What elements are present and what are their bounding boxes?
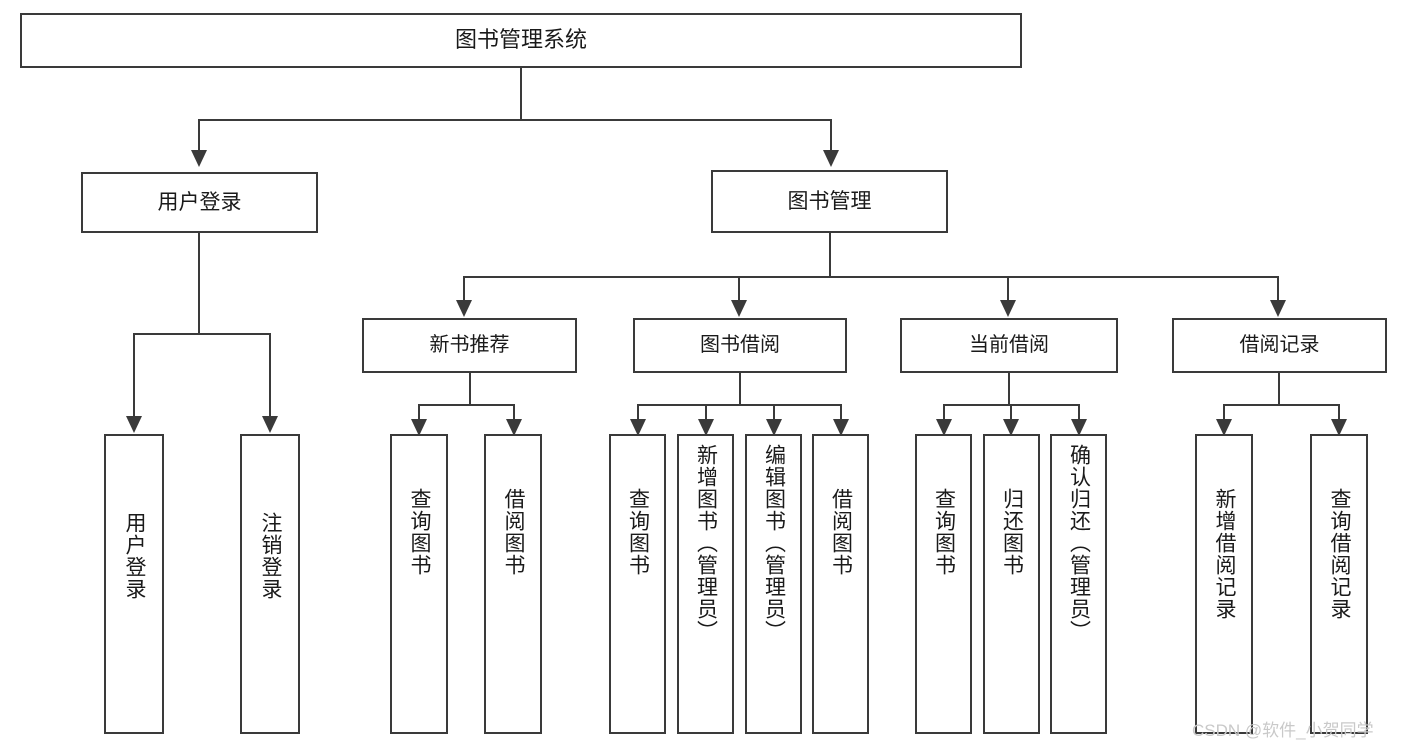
node-label: 归还图书 — [1000, 488, 1024, 576]
connector-user-login-stem — [198, 233, 200, 334]
arrowhead-to-book-borrow — [731, 300, 747, 317]
connector-book-borrow-drop-3 — [773, 404, 775, 425]
arrowhead-to-current-borrow — [1000, 300, 1016, 317]
node-label: 查询图书 — [932, 488, 956, 576]
arrowhead-book-borrow-leaf-2 — [698, 419, 714, 436]
node-current-borrow[interactable]: 当前借阅 — [900, 318, 1118, 373]
connector-level2-drop-3 — [1007, 276, 1009, 308]
node-label: 编辑图书（管理员） — [762, 444, 786, 642]
node-label: 借阅图书 — [502, 488, 526, 576]
node-label: 图书管理 — [787, 189, 872, 213]
connector-book-borrow-bus — [637, 404, 841, 406]
leaf-book-borrow-add-book-admin[interactable]: 新增图书（管理员） — [677, 434, 734, 734]
connector-borrow-record-drop-2 — [1338, 404, 1340, 425]
leaf-new-book-borrow-book[interactable]: 借阅图书 — [484, 434, 542, 734]
connector-borrow-record-bus — [1223, 404, 1339, 406]
connector-book-borrow-drop-1 — [637, 404, 639, 425]
connector-level2-bus — [463, 276, 1277, 278]
node-label: 新书推荐 — [429, 334, 510, 357]
arrowhead-current-borrow-leaf-3 — [1071, 419, 1087, 436]
node-label: 用户登录 — [157, 190, 242, 214]
connector-book-borrow-drop-4 — [840, 404, 842, 425]
connector-user-login-bus — [133, 333, 269, 335]
connector-user-login-drop-1 — [133, 333, 135, 416]
arrowhead-user-login-leaf-1 — [126, 416, 142, 433]
arrowhead-borrow-record-leaf-1 — [1216, 419, 1232, 436]
connector-level1-drop-left — [198, 119, 200, 150]
connector-book-borrow-stem — [739, 373, 741, 406]
node-label: 当前借阅 — [969, 334, 1049, 357]
connector-current-borrow-stem — [1008, 373, 1010, 406]
arrowhead-new-book-leaf-1 — [411, 419, 427, 436]
leaf-borrow-record-add-record[interactable]: 新增借阅记录 — [1195, 434, 1253, 734]
node-label: 查询图书 — [408, 488, 432, 576]
arrowhead-to-book-management — [823, 150, 839, 167]
arrowhead-book-borrow-leaf-3 — [766, 419, 782, 436]
node-label: 新增图书（管理员） — [694, 444, 718, 642]
node-label: 注销登录 — [259, 512, 283, 600]
connector-new-book-drop-2 — [513, 404, 515, 425]
connector-borrow-record-stem — [1278, 373, 1280, 406]
connector-current-borrow-drop-1 — [943, 404, 945, 425]
node-new-book-recommend[interactable]: 新书推荐 — [362, 318, 577, 373]
connector-borrow-record-drop-1 — [1223, 404, 1225, 425]
node-label: 借阅记录 — [1239, 334, 1320, 357]
arrowhead-user-login-leaf-2 — [262, 416, 278, 433]
leaf-new-book-query-book[interactable]: 查询图书 — [390, 434, 448, 734]
connector-root-stem — [520, 68, 522, 120]
arrowhead-current-borrow-leaf-2 — [1003, 419, 1019, 436]
arrowhead-borrow-record-leaf-2 — [1331, 419, 1347, 436]
connector-level2-drop-4 — [1277, 276, 1279, 308]
leaf-book-borrow-query-book[interactable]: 查询图书 — [609, 434, 666, 734]
node-label: 查询借阅记录 — [1328, 488, 1352, 620]
connector-level1-bus — [198, 119, 832, 121]
connector-book-borrow-drop-2 — [705, 404, 707, 425]
node-label: 借阅图书 — [829, 488, 853, 576]
leaf-borrow-record-query-record[interactable]: 查询借阅记录 — [1310, 434, 1368, 734]
node-label: 图书管理系统 — [454, 27, 587, 53]
connector-new-book-stem — [469, 373, 471, 406]
arrowhead-book-borrow-leaf-4 — [833, 419, 849, 436]
node-root-library-management-system[interactable]: 图书管理系统 — [20, 13, 1022, 68]
arrowhead-book-borrow-leaf-1 — [630, 419, 646, 436]
arrowhead-current-borrow-leaf-1 — [936, 419, 952, 436]
connector-level1-drop-right — [830, 119, 832, 150]
connector-new-book-drop-1 — [418, 404, 420, 425]
leaf-user-login-login[interactable]: 用户登录 — [104, 434, 164, 734]
arrowhead-to-user-login — [191, 150, 207, 167]
node-label: 确认归还（管理员） — [1067, 444, 1091, 642]
node-label: 图书借阅 — [700, 334, 780, 357]
node-label: 新增借阅记录 — [1213, 488, 1237, 620]
arrowhead-to-new-book-recommend — [456, 300, 472, 317]
node-borrow-record[interactable]: 借阅记录 — [1172, 318, 1387, 373]
leaf-book-borrow-borrow-book[interactable]: 借阅图书 — [812, 434, 869, 734]
arrowhead-to-borrow-record — [1270, 300, 1286, 317]
leaf-current-borrow-query-book[interactable]: 查询图书 — [915, 434, 972, 734]
node-user-login[interactable]: 用户登录 — [81, 172, 318, 233]
connector-level2-drop-1 — [463, 276, 465, 308]
leaf-user-login-logout[interactable]: 注销登录 — [240, 434, 300, 734]
connector-new-book-bus — [418, 404, 514, 406]
node-label: 用户登录 — [123, 512, 147, 600]
node-label: 查询图书 — [626, 488, 650, 576]
connector-current-borrow-drop-2 — [1010, 404, 1012, 425]
node-book-borrow[interactable]: 图书借阅 — [633, 318, 847, 373]
connector-current-borrow-drop-3 — [1078, 404, 1080, 425]
leaf-current-borrow-return-book[interactable]: 归还图书 — [983, 434, 1040, 734]
node-book-management[interactable]: 图书管理 — [711, 170, 948, 233]
connector-book-management-stem — [829, 233, 831, 277]
connector-user-login-drop-2 — [269, 333, 271, 416]
leaf-current-borrow-confirm-return-admin[interactable]: 确认归还（管理员） — [1050, 434, 1107, 734]
arrowhead-new-book-leaf-2 — [506, 419, 522, 436]
connector-level2-drop-2 — [738, 276, 740, 308]
leaf-book-borrow-edit-book-admin[interactable]: 编辑图书（管理员） — [745, 434, 802, 734]
csdn-watermark: CSDN @软件_小贺同学 — [1192, 721, 1374, 740]
